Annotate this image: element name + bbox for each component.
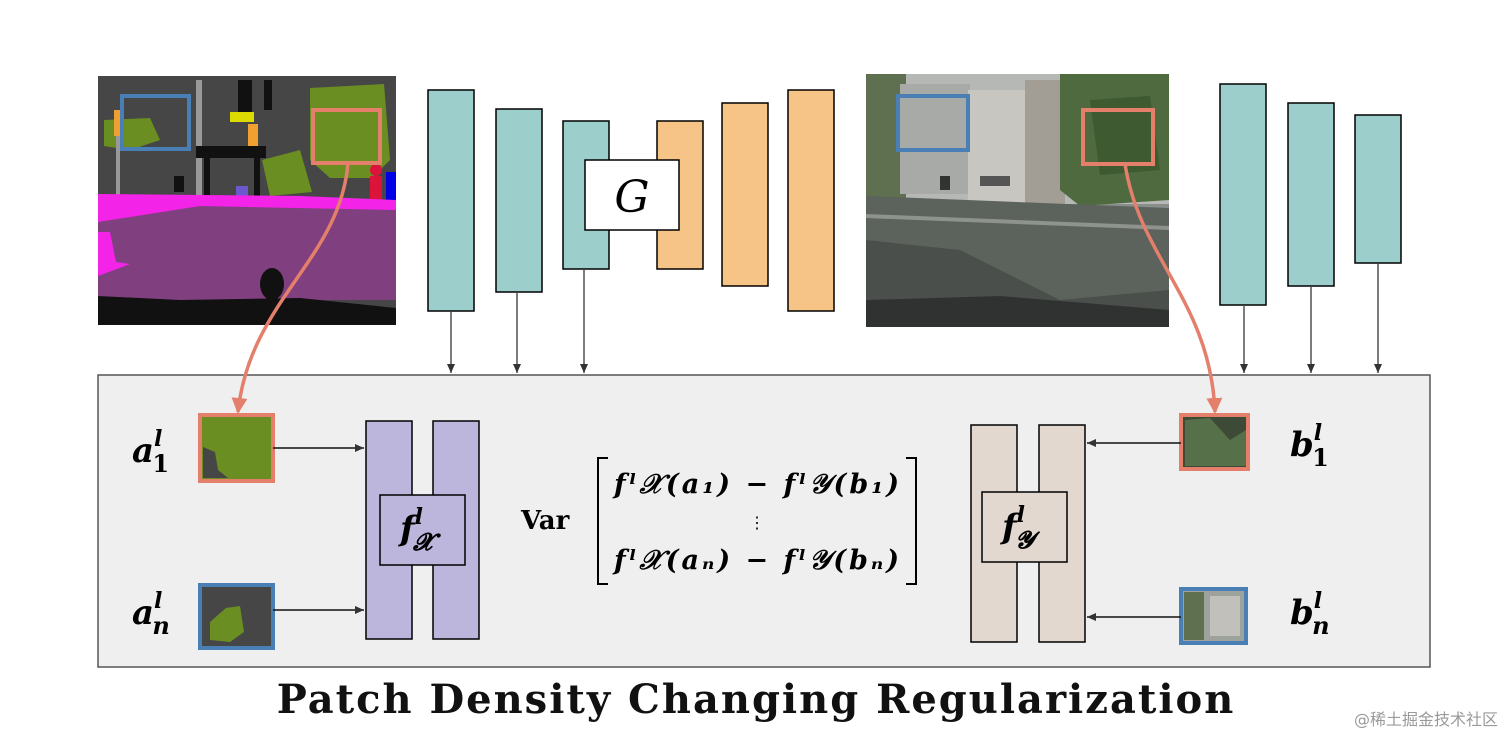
target-blue-patch-box bbox=[896, 94, 970, 152]
formula-row-n: fˡ𝒳(aₙ) − fˡ𝒴(bₙ) bbox=[612, 545, 899, 576]
watermark: @稀土掘金技术社区 bbox=[1353, 710, 1498, 729]
encoder-layer-2 bbox=[495, 108, 543, 293]
feature-arrows bbox=[447, 263, 1382, 373]
target-street-photo bbox=[866, 74, 1169, 327]
patch-an bbox=[198, 583, 275, 650]
generator-box bbox=[584, 159, 680, 231]
var-operator: Var bbox=[520, 506, 570, 536]
generator-network: G bbox=[427, 89, 835, 312]
patch-a1 bbox=[198, 413, 275, 483]
target-encoder-layer-2 bbox=[1287, 102, 1335, 287]
formula-row-1: fˡ𝒳(a₁) − fˡ𝒴(b₁) bbox=[612, 469, 899, 500]
figure-title: Patch Density Changing Regularization bbox=[276, 676, 1236, 723]
generator-label: G bbox=[614, 172, 649, 223]
target-encoder bbox=[1219, 83, 1402, 306]
encoder-layer-1 bbox=[427, 89, 475, 312]
left-bracket bbox=[597, 457, 608, 585]
target-encoder-layer-3 bbox=[1354, 114, 1402, 264]
decoder-layer-3 bbox=[787, 89, 835, 312]
patch-bn bbox=[1179, 587, 1248, 645]
target-red-patch-box bbox=[1081, 108, 1155, 166]
patch-to-mlp-arrows bbox=[273, 439, 1181, 621]
decoder-layer-2 bbox=[721, 102, 769, 287]
source-blue-patch-box bbox=[120, 94, 191, 151]
patch-b1 bbox=[1179, 413, 1250, 471]
source-patch-arrow bbox=[231, 162, 350, 414]
target-patch-arrow bbox=[1123, 163, 1223, 414]
variance-formula: Var fˡ𝒳(a₁) − fˡ𝒴(b₁) ⋮ fˡ𝒳(aₙ) − fˡ𝒴(bₙ… bbox=[520, 457, 917, 585]
right-bracket bbox=[906, 457, 917, 585]
source-segmentation-image bbox=[98, 76, 396, 325]
formula-vdots: ⋮ bbox=[749, 513, 765, 532]
target-encoder-layer-1 bbox=[1219, 83, 1267, 306]
